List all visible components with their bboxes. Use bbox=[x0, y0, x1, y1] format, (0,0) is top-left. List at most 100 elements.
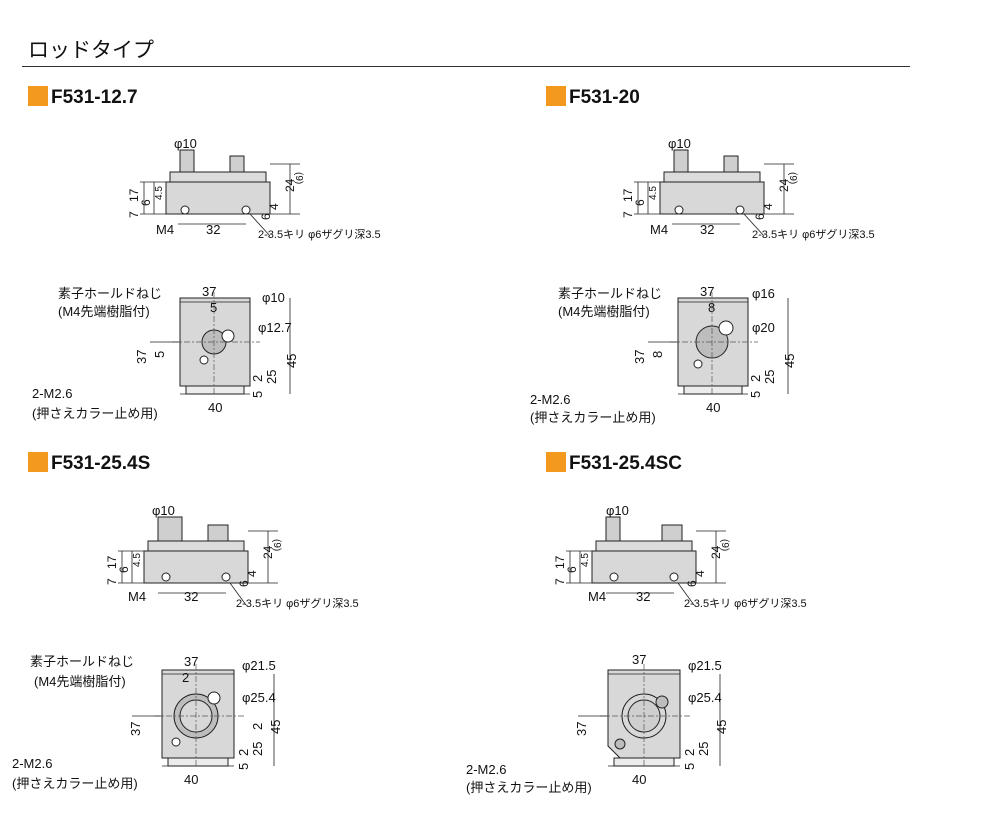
collar-label-1: 2-M2.6 bbox=[32, 386, 72, 401]
knob-dia-label: φ10 bbox=[152, 503, 175, 518]
vgap-label: 8 bbox=[650, 351, 665, 358]
d7-label: 7 bbox=[127, 211, 141, 218]
hole-label: 2-3.5キリ φ6ザグリ深3.5 bbox=[752, 227, 875, 241]
d5-label: 5 bbox=[748, 391, 763, 398]
side-view-12-7: φ10 17 7 6 4.5 (9) 24 4 6 M4 32 2-3.5キリ … bbox=[127, 136, 381, 241]
m4-label: M4 bbox=[588, 589, 606, 604]
model-heading: F531-25.4S bbox=[28, 452, 150, 474]
w40-label: 40 bbox=[706, 400, 720, 415]
collar-label-1: 2-M2.6 bbox=[530, 392, 570, 407]
d17-label: 17 bbox=[127, 188, 141, 202]
d4-label: 4 bbox=[761, 203, 775, 210]
bore-label: φ25.4 bbox=[688, 690, 722, 705]
model-heading: F531-12.7 bbox=[28, 86, 138, 108]
d5-label: 5 bbox=[250, 391, 265, 398]
bolt-shape bbox=[241, 205, 251, 215]
model-heading: F531-20 bbox=[546, 86, 640, 108]
d7-label: 7 bbox=[621, 211, 635, 218]
front-view-20: 37 8 φ16 φ20 37 8 45 25 2 5 40 素子ホールドねじ … bbox=[530, 284, 797, 425]
front-view-12-7: 37 5 φ10 φ12.7 37 5 45 25 2 5 40 素子ホールドね… bbox=[32, 284, 299, 421]
base-shape bbox=[185, 385, 245, 395]
model-name: F531-12.7 bbox=[51, 87, 138, 108]
side-view-25-4s: φ10 17 7 6 4.5 (9) 24 4 6 M4 32 2-3.5キリ … bbox=[105, 503, 359, 610]
set-screw-label-2: (M4先端樹脂付) bbox=[58, 304, 150, 319]
collar-label-2: (押さえカラー止め用) bbox=[32, 406, 158, 421]
side-view-25-4sc: φ10 17 7 6 4.5 (9) 24 4 6 M4 32 2-3.5キリ … bbox=[553, 503, 807, 610]
h25-label: 25 bbox=[250, 742, 265, 756]
vgap-label: 2 bbox=[250, 723, 265, 730]
d6b-label: 6 bbox=[753, 213, 767, 220]
w40-label: 40 bbox=[632, 772, 646, 787]
h37-label: 37 bbox=[134, 350, 149, 364]
gap-label: 8 bbox=[708, 300, 715, 315]
hole-label: 2-3.5キリ φ6ザグリ深3.5 bbox=[258, 227, 381, 241]
d6b-label: 6 bbox=[259, 213, 273, 220]
d24-label: 24 bbox=[283, 178, 297, 192]
knob-shape bbox=[221, 329, 235, 343]
d32-label: 32 bbox=[700, 222, 714, 237]
collar-screw-shape bbox=[199, 355, 209, 365]
hole-label: 2-3.5キリ φ6ザグリ深3.5 bbox=[684, 596, 807, 610]
model-heading: F531-25.4SC bbox=[546, 452, 682, 474]
d6-label: 6 bbox=[139, 199, 153, 206]
h37-label: 37 bbox=[574, 722, 589, 736]
bore-label: φ12.7 bbox=[258, 320, 292, 335]
d2-label: 2 bbox=[748, 375, 763, 382]
d24-label: 24 bbox=[261, 545, 275, 559]
w37-label: 37 bbox=[700, 284, 714, 299]
hole-label: 2-3.5キリ φ6ザグリ深3.5 bbox=[236, 596, 359, 610]
d9-label: (9) bbox=[719, 539, 730, 551]
model-name: F531-20 bbox=[569, 87, 640, 108]
gap-label: 5 bbox=[210, 300, 217, 315]
d2-label: 2 bbox=[682, 749, 697, 756]
h37-label: 37 bbox=[128, 722, 143, 736]
knob-dia-label: φ16 bbox=[752, 286, 775, 301]
collar-label-1: 2-M2.6 bbox=[466, 762, 506, 777]
knob-dia-label: φ10 bbox=[606, 503, 629, 518]
orange-square-icon bbox=[546, 86, 566, 106]
bolt-shape bbox=[180, 205, 190, 215]
d17-label: 17 bbox=[105, 555, 119, 569]
set-screw-label-1: 素子ホールドねじ bbox=[30, 654, 134, 669]
orange-square-icon bbox=[546, 452, 566, 472]
set-screw-label-2: (M4先端樹脂付) bbox=[558, 304, 650, 319]
collar-label-2: (押さえカラー止め用) bbox=[12, 776, 138, 791]
h45-label: 45 bbox=[268, 720, 283, 734]
d5-label: 5 bbox=[236, 763, 251, 770]
w37-label: 37 bbox=[632, 652, 646, 667]
d45-label: 4.5 bbox=[132, 553, 143, 567]
d9-label: (9) bbox=[787, 172, 798, 184]
orange-square-icon bbox=[28, 86, 48, 106]
vgap-label: 5 bbox=[152, 351, 167, 358]
set-screw-label-1: 素子ホールドねじ bbox=[58, 286, 162, 301]
d17-label: 17 bbox=[553, 555, 567, 569]
orange-square-icon bbox=[28, 452, 48, 472]
d17-label: 17 bbox=[621, 188, 635, 202]
d45-label: 4.5 bbox=[580, 553, 591, 567]
d4-label: 4 bbox=[267, 203, 281, 210]
d9-label: (9) bbox=[293, 172, 304, 184]
d9-label: (9) bbox=[271, 539, 282, 551]
d24-label: 24 bbox=[777, 178, 791, 192]
bore-label: φ20 bbox=[752, 320, 775, 335]
knob-dia-label: φ10 bbox=[174, 136, 197, 151]
d4-label: 4 bbox=[693, 570, 707, 577]
h45-label: 45 bbox=[782, 354, 797, 368]
d7-label: 7 bbox=[553, 578, 567, 585]
d45-label: 4.5 bbox=[154, 186, 165, 200]
h25-label: 25 bbox=[696, 742, 711, 756]
d24-label: 24 bbox=[709, 545, 723, 559]
set-screw-label-2: (M4先端樹脂付) bbox=[34, 674, 126, 689]
d32-label: 32 bbox=[636, 589, 650, 604]
model-name: F531-25.4S bbox=[51, 453, 151, 474]
knob-shape bbox=[179, 149, 195, 175]
collar-label-2: (押さえカラー止め用) bbox=[466, 780, 592, 795]
w40-label: 40 bbox=[184, 772, 198, 787]
bore-label: φ25.4 bbox=[242, 690, 276, 705]
d4-label: 4 bbox=[245, 570, 259, 577]
side-view-20: φ10 17 7 6 4.5 (9) 24 4 6 M4 32 2-3.5キリ … bbox=[621, 136, 875, 241]
d6b-label: 6 bbox=[685, 580, 699, 587]
knob-dia-label: φ10 bbox=[262, 290, 285, 305]
title-rule bbox=[22, 66, 910, 67]
gap-label: 2 bbox=[182, 670, 189, 685]
